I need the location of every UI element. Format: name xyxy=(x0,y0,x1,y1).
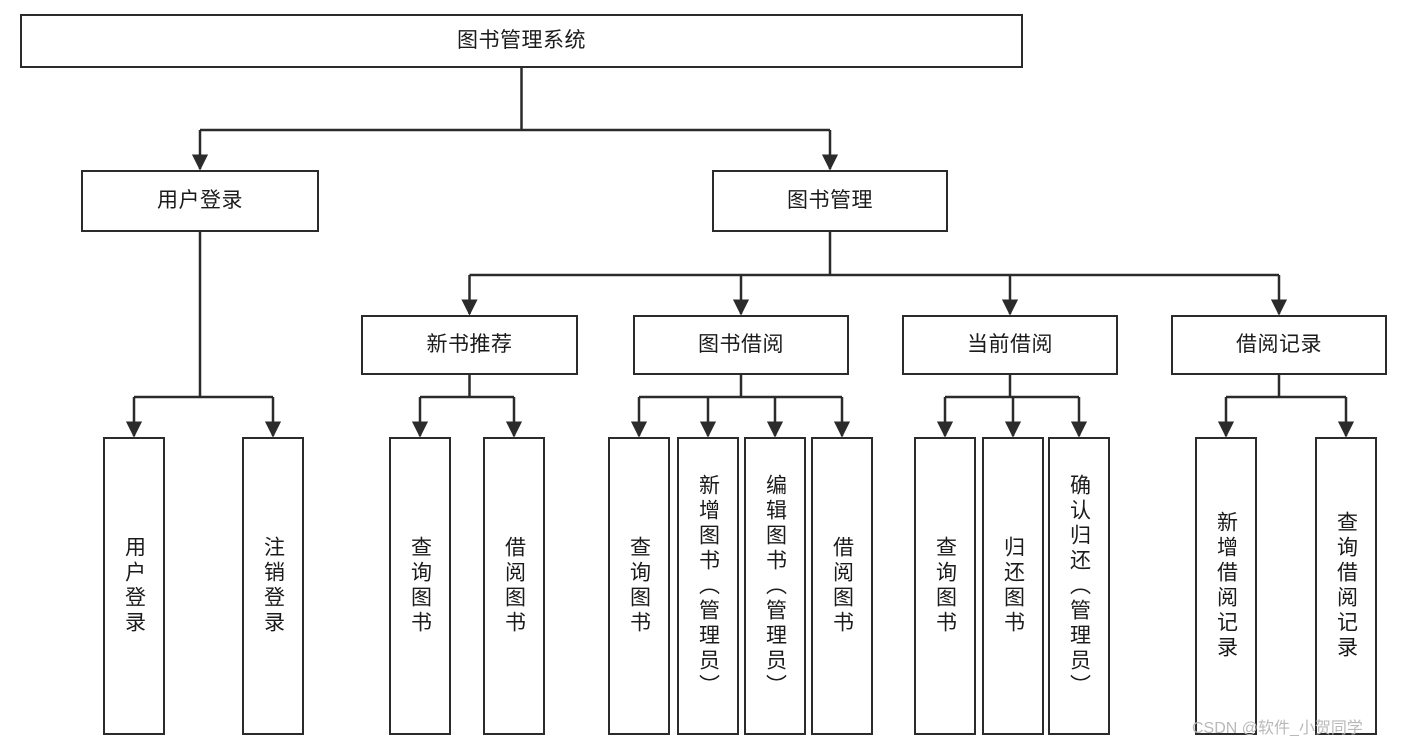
node-leaf-cb-query: 查询图书 xyxy=(914,437,976,735)
node-leaf-rec-borrow: 借阅图书 xyxy=(483,437,545,735)
node-leaf-user-logout: 注销登录 xyxy=(242,437,304,735)
node-label: 归还图书 xyxy=(1001,536,1025,636)
node-leaf-br-add: 新增借阅记录 xyxy=(1195,437,1257,735)
node-label: 图书管理系统 xyxy=(457,28,586,52)
node-label: 新增图书（管理员） xyxy=(696,473,720,699)
csdn-watermark: CSDN @软件_小贺同学 xyxy=(1192,720,1363,737)
node-label: 注销登录 xyxy=(261,536,285,636)
node-leaf-br-query: 查询借阅记录 xyxy=(1315,437,1377,735)
node-label: 编辑图书（管理员） xyxy=(763,473,787,699)
node-leaf-bb-edit: 编辑图书（管理员） xyxy=(744,437,806,735)
node-label: 图书借阅 xyxy=(698,332,784,356)
node-book-manage: 图书管理 xyxy=(712,170,948,232)
node-label: 借阅记录 xyxy=(1236,332,1322,356)
node-label: 用户登录 xyxy=(122,536,146,636)
node-new-book-rec: 新书推荐 xyxy=(361,315,578,375)
node-leaf-rec-query: 查询图书 xyxy=(389,437,451,735)
node-book-borrow: 图书借阅 xyxy=(633,315,849,375)
node-label: 当前借阅 xyxy=(967,332,1053,356)
node-label: 用户登录 xyxy=(157,188,243,212)
node-leaf-user-login: 用户登录 xyxy=(103,437,165,735)
node-leaf-bb-borrow: 借阅图书 xyxy=(811,437,873,735)
node-label: 借阅图书 xyxy=(830,536,854,636)
node-user-login: 用户登录 xyxy=(81,170,319,232)
node-leaf-bb-add: 新增图书（管理员） xyxy=(677,437,739,735)
node-label: 确认归还（管理员） xyxy=(1067,473,1091,699)
node-root: 图书管理系统 xyxy=(20,14,1023,68)
node-leaf-cb-return: 归还图书 xyxy=(982,437,1044,735)
node-label: 图书管理 xyxy=(787,188,873,212)
node-leaf-cb-confirm: 确认归还（管理员） xyxy=(1048,437,1110,735)
node-label: 借阅图书 xyxy=(502,536,526,636)
node-label: 查询图书 xyxy=(627,536,651,636)
node-label: 查询借阅记录 xyxy=(1334,511,1358,661)
node-label: 新增借阅记录 xyxy=(1214,511,1238,661)
node-borrow-record: 借阅记录 xyxy=(1171,315,1387,375)
node-current-borrow: 当前借阅 xyxy=(902,315,1118,375)
node-label: 查询图书 xyxy=(933,536,957,636)
node-label: 新书推荐 xyxy=(426,332,513,356)
node-leaf-bb-query: 查询图书 xyxy=(608,437,670,735)
node-label: 查询图书 xyxy=(408,536,432,636)
